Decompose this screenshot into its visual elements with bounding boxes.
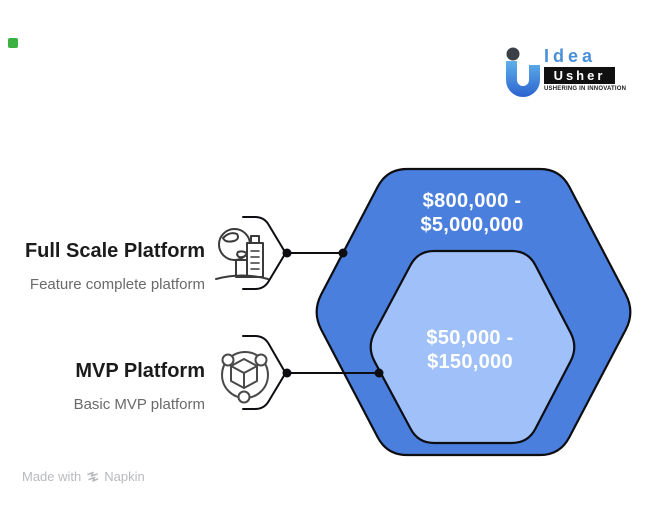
logo-u-icon (506, 47, 540, 97)
idea-usher-logo: Idea Usher USHERING IN INNOVATION (503, 44, 627, 102)
made-with-text: Made with (22, 469, 82, 484)
entry-full-scale-platform: Full Scale Platform Feature complete pla… (25, 240, 205, 293)
inner-hexagon-value-line2: $150,000 (427, 351, 513, 373)
napkin-brand-text: Napkin (104, 469, 145, 484)
outer-hexagon-value-line1: $800,000 - (423, 190, 522, 212)
outer-hexagon-value-line2: $5,000,000 (420, 214, 523, 236)
brace-dot (282, 248, 292, 258)
cube-network-icon (221, 351, 269, 404)
made-with-napkin-watermark[interactable]: Made with Napkin (22, 469, 145, 484)
connector-mvp (242, 335, 384, 410)
entry-title: MVP Platform (75, 360, 205, 382)
logo-u-shape (506, 61, 540, 97)
napkin-logo-icon (87, 471, 99, 482)
globe-city-icon (215, 228, 269, 280)
entry-title: Full Scale Platform (24, 240, 205, 262)
logo-i-dot (506, 47, 520, 61)
entry-subtitle: Basic MVP platform (73, 396, 205, 413)
hexagon-anchor-dot (338, 248, 348, 258)
inner-hexagon (369, 249, 576, 445)
brace-dot (282, 368, 292, 378)
logo-tagline: USHERING IN INNOVATION (544, 86, 627, 92)
logo-text: Idea Usher USHERING IN INNOVATION (544, 46, 627, 92)
entry-mvp-platform: MVP Platform Basic MVP platform (74, 360, 205, 413)
green-marker (8, 38, 18, 48)
inner-hexagon-value-line1: $50,000 - (426, 327, 513, 349)
hexagon-anchor-dot (374, 368, 384, 378)
entry-subtitle: Feature complete platform (29, 276, 205, 293)
logo-name-top: Idea (544, 46, 597, 66)
logo-name-bottom: Usher (544, 67, 615, 84)
connector-full-scale (242, 216, 348, 290)
